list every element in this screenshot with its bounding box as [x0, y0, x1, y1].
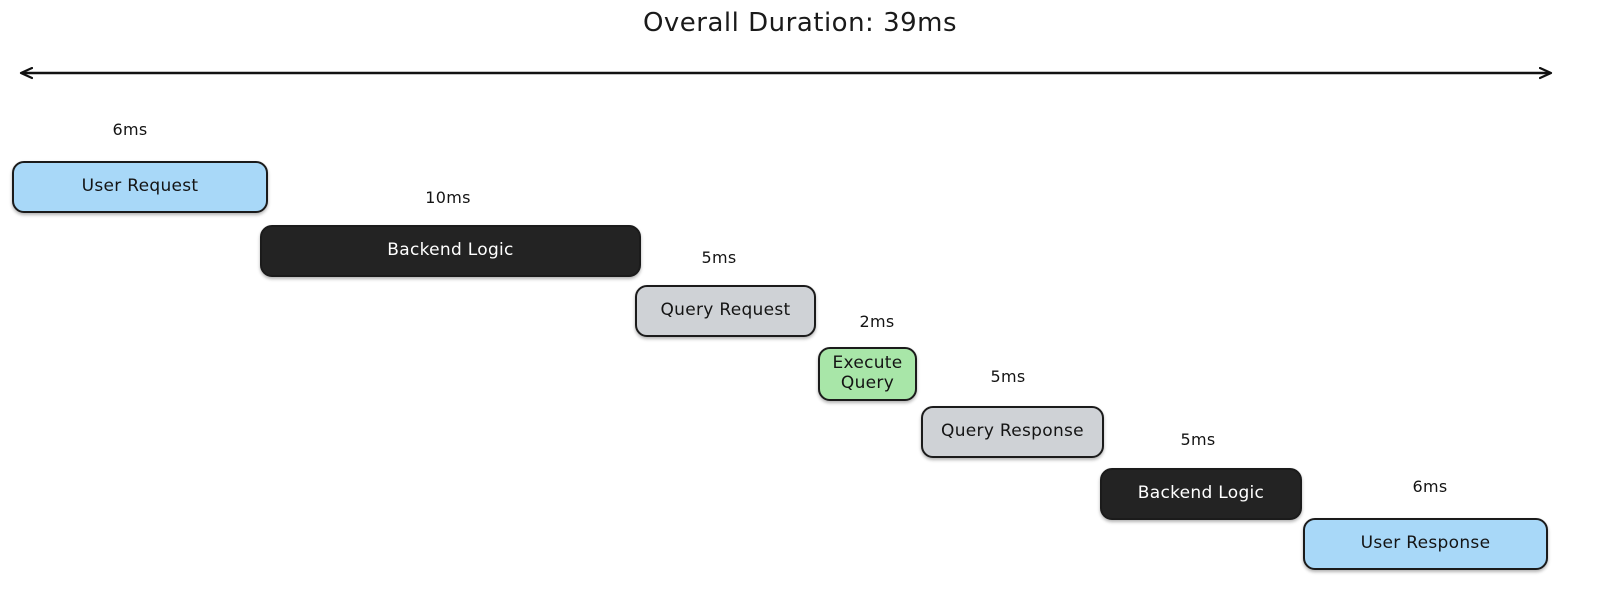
- stage-backend-logic-2[interactable]: Backend Logic: [1100, 468, 1302, 520]
- stage-backend-logic-1[interactable]: Backend Logic: [260, 225, 641, 277]
- duration-label-user-response: 6ms: [1412, 477, 1448, 496]
- duration-label-user-request: 6ms: [112, 120, 148, 139]
- stage-label-execute-query: Execute Query: [832, 353, 903, 393]
- stage-execute-query[interactable]: Execute Query: [818, 347, 917, 401]
- stage-label-query-request: Query Request: [660, 300, 791, 321]
- duration-label-backend-logic-2: 5ms: [1180, 430, 1216, 449]
- stage-label-query-response: Query Response: [941, 421, 1084, 442]
- duration-label-query-response: 5ms: [990, 367, 1026, 386]
- stage-user-request[interactable]: User Request: [12, 161, 268, 213]
- stage-label-backend-logic-2: Backend Logic: [1137, 483, 1265, 504]
- stage-label-user-request: User Request: [81, 176, 199, 197]
- duration-label-query-request: 5ms: [701, 248, 737, 267]
- duration-label-execute-query: 2ms: [859, 312, 895, 331]
- stage-user-response[interactable]: User Response: [1303, 518, 1548, 570]
- stage-label-user-response: User Response: [1360, 533, 1491, 554]
- stage-query-response[interactable]: Query Response: [921, 406, 1104, 458]
- timeline-axis: [0, 48, 1600, 98]
- stage-label-backend-logic-1: Backend Logic: [387, 240, 514, 261]
- duration-label-backend-logic-1: 10ms: [425, 188, 471, 207]
- stage-query-request[interactable]: Query Request: [635, 285, 816, 337]
- page-title: Overall Duration: 39ms: [642, 8, 958, 38]
